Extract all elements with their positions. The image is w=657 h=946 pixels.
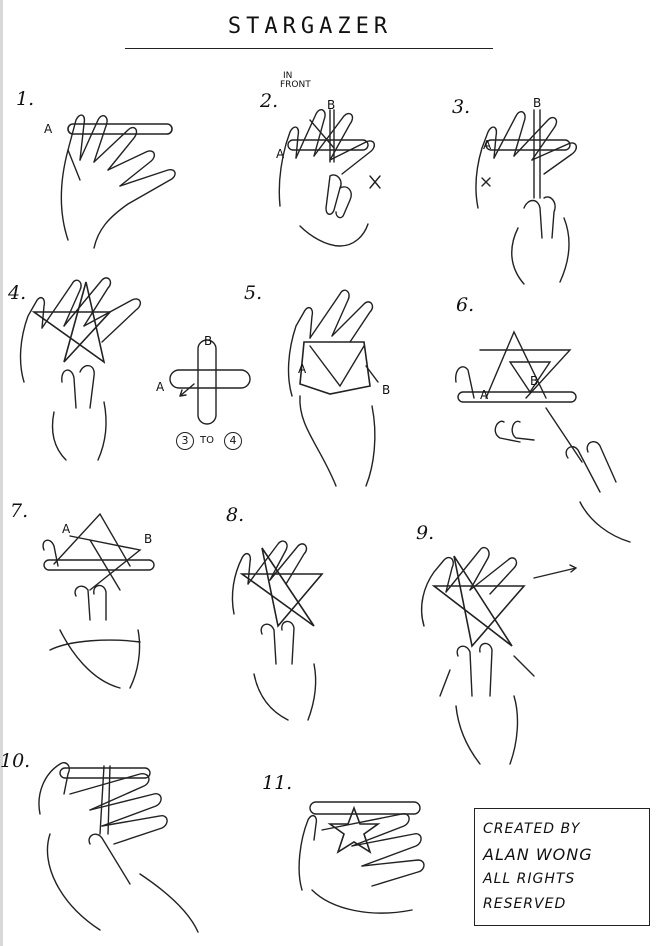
step-11-hand-figure — [282, 790, 442, 920]
credit-line-2: ALAN WONG — [483, 842, 641, 867]
step-4-caption-to: TO — [200, 435, 214, 446]
step-6-label-a: A — [480, 388, 488, 402]
step-4-caption: 3 TO 4 — [176, 432, 260, 452]
step-7-label-b: B — [144, 532, 152, 546]
step-3-hand-figure — [468, 98, 598, 288]
step-6-number: 6. — [456, 294, 474, 316]
step-5-label-a: A — [298, 362, 306, 376]
step-8-number: 8. — [226, 504, 244, 526]
step-4-circle-3: 3 — [176, 432, 194, 450]
step-2-label-a: A — [276, 147, 284, 161]
step-6-hand-figure — [450, 322, 640, 572]
credit-line-3: ALL RIGHTS — [483, 867, 641, 892]
title-underline — [125, 48, 493, 49]
step-4-label-a: A — [156, 380, 164, 394]
step-6-label-b: B — [530, 374, 538, 388]
step-2-hand-figure — [270, 96, 400, 256]
step-9-number: 9. — [416, 522, 434, 544]
page-edge — [0, 0, 3, 946]
step-5-label-b: B — [382, 383, 390, 397]
step-5-number: 5. — [244, 282, 262, 304]
step-1-label-a: A — [44, 122, 52, 136]
step-10-number: 10. — [0, 750, 30, 772]
credit-line-4: RESERVED — [483, 892, 641, 917]
step-1-hand-figure — [28, 100, 198, 250]
credit-box: CREATED BY ALAN WONG ALL RIGHTS RESERVED — [474, 808, 650, 926]
step-2-note-front: FRONT — [280, 81, 311, 90]
step-8-hand-figure — [218, 534, 348, 724]
step-7-label-a: A — [62, 522, 70, 536]
page-title: STARGAZER — [125, 14, 495, 39]
step-10-hand-figure — [30, 754, 200, 934]
step-3-label-b: B — [533, 96, 541, 110]
step-9-hand-figure — [404, 546, 584, 766]
step-3-label-a: A — [483, 138, 491, 152]
step-7-hand-figure — [30, 510, 180, 690]
credit-line-1: CREATED BY — [483, 817, 641, 842]
step-7-number: 7. — [10, 500, 28, 522]
step-4-hand-figure — [14, 272, 154, 462]
step-4-label-b: B — [204, 334, 212, 348]
step-4-circle-4: 4 — [224, 432, 242, 450]
step-2-label-b: B — [327, 98, 335, 112]
